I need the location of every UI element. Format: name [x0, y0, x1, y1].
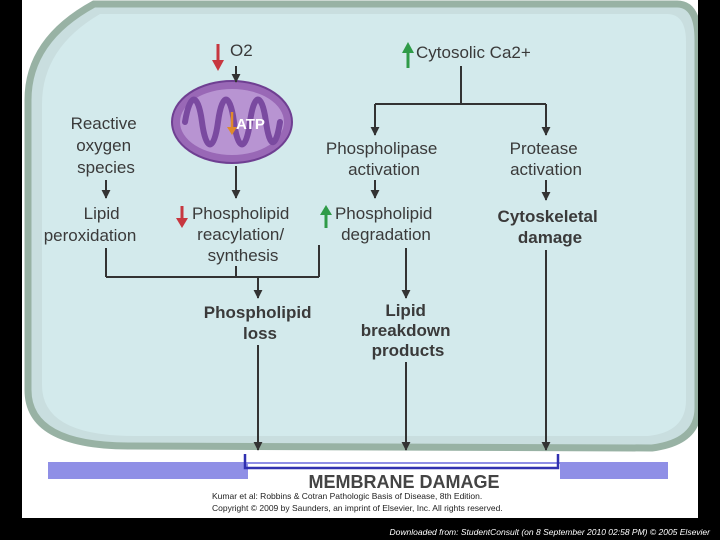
- o2-down-arrow-icon: [212, 44, 224, 71]
- phospholipid-reacylation-label: Phospholipid reacylation/ synthesis: [192, 204, 294, 265]
- cytoskeletal-damage-label: Cytoskeletal damage: [498, 207, 603, 247]
- phospholipid-loss-label: Phospholipid loss: [204, 303, 316, 343]
- credit-line-1: Kumar et al: Robbins & Cotran Pathologic…: [212, 491, 483, 501]
- cytosolic-up-arrow-icon: [402, 42, 414, 68]
- lipid-peroxidation-label: Lipid peroxidation: [44, 204, 137, 245]
- membrane-damage-diagram: ATP: [24, 0, 702, 492]
- connectors: [101, 66, 560, 470]
- phospholipase-activation-label: Phospholipase activation: [326, 139, 442, 179]
- membrane-damage-label: MEMBRANE DAMAGE: [309, 472, 500, 492]
- o2-label: O2: [230, 41, 253, 60]
- lipid-breakdown-products-label: Lipid breakdown products: [361, 301, 455, 360]
- cytosolic-ca-label: Cytosolic Ca2+: [416, 43, 531, 62]
- protease-activation-label: Protease activation: [510, 139, 583, 179]
- ros-label: Reactive oxygen species: [71, 114, 142, 177]
- phospholipid-degradation-label: Phospholipid degradation: [335, 204, 437, 244]
- slide: ATP: [22, 0, 702, 518]
- download-footer: Downloaded from: StudentConsult (on 8 Se…: [389, 527, 710, 537]
- atp-down-arrow-head: [227, 127, 237, 135]
- atp-label: ATP: [236, 116, 265, 133]
- reacylation-down-arrow-icon: [176, 206, 188, 228]
- credit-line-2: Copyright © 2009 by Saunders, an imprint…: [212, 503, 503, 513]
- degradation-up-arrow-icon: [320, 205, 332, 228]
- credit-text: Kumar et al: Robbins & Cotran Pathologic…: [212, 490, 503, 514]
